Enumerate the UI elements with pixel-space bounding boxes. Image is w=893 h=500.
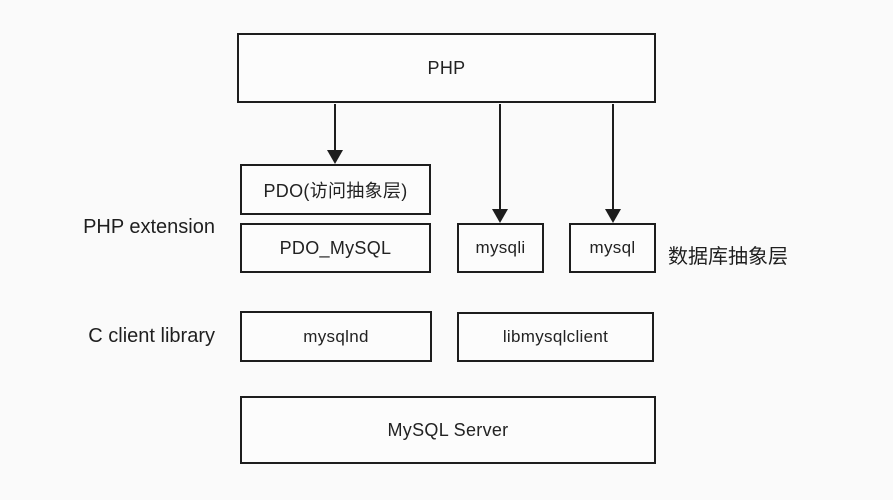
arrow-php-to-mysqli <box>499 104 501 210</box>
arrowhead-php-to-pdo-icon <box>327 150 343 164</box>
label-database-abstraction-layer: 数据库抽象层 <box>668 246 788 268</box>
node-mysql-server: MySQL Server <box>240 396 656 464</box>
node-pdo-abstraction-layer: PDO(访问抽象层) <box>240 164 431 215</box>
arrow-php-to-pdo <box>334 104 336 151</box>
arrowhead-php-to-mysql-icon <box>605 209 621 223</box>
arrow-php-to-mysql <box>612 104 614 210</box>
node-mysql: mysql <box>569 223 656 273</box>
label-php-extension: PHP extension <box>83 216 215 238</box>
node-pdo-mysql: PDO_MySQL <box>240 223 431 273</box>
label-c-client-library: C client library <box>88 325 215 347</box>
node-mysqlnd: mysqlnd <box>240 311 432 362</box>
arrowhead-php-to-mysqli-icon <box>492 209 508 223</box>
node-php: PHP <box>237 33 656 103</box>
node-mysqli: mysqli <box>457 223 544 273</box>
node-libmysqlclient: libmysqlclient <box>457 312 654 362</box>
